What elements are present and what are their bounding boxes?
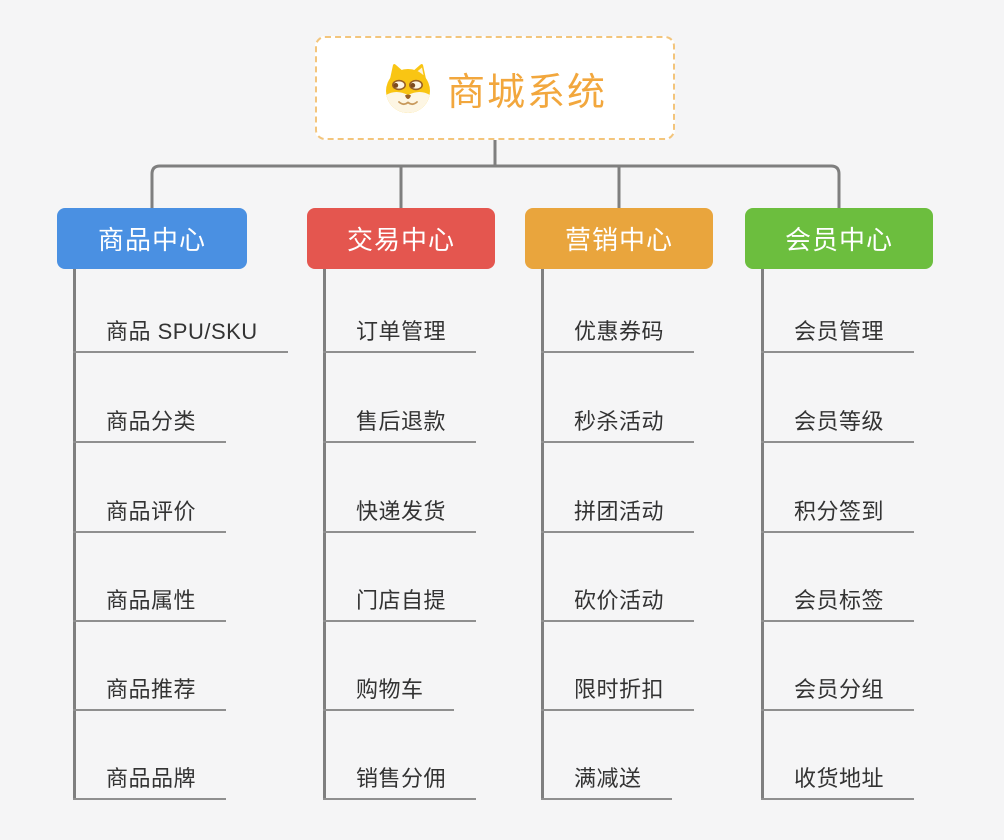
branch-column-trade: 交易中心 订单管理 售后退款 快递发货 门店自提 购物车 销售分佣 [307,208,547,808]
branch-node-marketing[interactable]: 营销中心 [525,208,713,269]
dog-face-icon [385,64,430,113]
leaf-node[interactable]: 会员分组 [761,671,915,711]
leaf-node[interactable]: 砍价活动 [541,582,695,622]
leaf-node[interactable]: 门店自提 [323,582,477,622]
leaf-node[interactable]: 订单管理 [323,313,477,353]
leaf-node[interactable]: 商品 SPU/SKU [73,313,288,353]
branch-trunk-line [323,269,326,800]
branch-column-marketing: 营销中心 优惠券码 秒杀活动 拼团活动 砍价活动 限时折扣 满减送 [525,208,765,808]
root-title: 商城系统 [446,71,607,114]
leaf-node[interactable]: 积分签到 [761,493,915,533]
leaf-node[interactable]: 限时折扣 [541,671,695,711]
leaf-node[interactable]: 商品评价 [73,493,227,533]
leaf-node[interactable]: 会员标签 [761,582,915,622]
leaf-node[interactable]: 商品推荐 [73,671,227,711]
leaf-node[interactable]: 会员管理 [761,313,915,353]
branch-trunk-line [73,269,76,800]
root-node[interactable]: 商城系统 [315,36,675,140]
leaf-node[interactable]: 秒杀活动 [541,403,695,443]
leaf-node[interactable]: 售后退款 [323,403,477,443]
branch-node-trade[interactable]: 交易中心 [307,208,495,269]
branch-column-members: 会员中心 会员管理 会员等级 积分签到 会员标签 会员分组 收货地址 [745,208,985,808]
leaf-node[interactable]: 收货地址 [761,760,915,800]
leaf-node[interactable]: 优惠券码 [541,313,695,353]
leaf-node[interactable]: 商品属性 [73,582,227,622]
leaf-node[interactable]: 满减送 [541,760,672,800]
leaf-node[interactable]: 购物车 [323,671,454,711]
leaf-node[interactable]: 拼团活动 [541,493,695,533]
branch-trunk-line [541,269,544,800]
leaf-node[interactable]: 快递发货 [323,493,477,533]
branch-trunk-line [761,269,764,800]
leaf-node[interactable]: 商品品牌 [73,760,227,800]
leaf-node[interactable]: 销售分佣 [323,760,477,800]
branch-node-products[interactable]: 商品中心 [57,208,247,269]
leaf-node[interactable]: 会员等级 [761,403,915,443]
branch-node-members[interactable]: 会员中心 [745,208,933,269]
branch-column-products: 商品中心 商品 SPU/SKU 商品分类 商品评价 商品属性 商品推荐 商品品牌 [57,208,297,808]
leaf-node[interactable]: 商品分类 [73,403,227,443]
